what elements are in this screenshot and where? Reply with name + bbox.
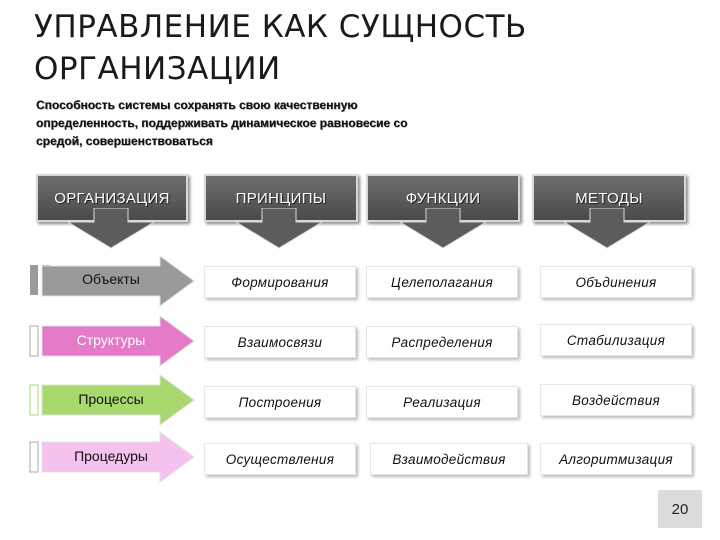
row-arrow-objects: [41, 255, 195, 307]
cell-processes-principle: Построения: [204, 386, 356, 418]
cell-structures-function: Распределения: [366, 326, 518, 358]
down-arrow-principles: [234, 208, 324, 249]
row-arrow-processes: [41, 374, 195, 426]
cell-objects-function: Целеполагания: [366, 266, 518, 298]
cell-procedures-method: Алгоритмизация: [540, 443, 692, 475]
down-arrow-organization: [66, 208, 156, 249]
cell-structures-principle: Взаимосвязи: [204, 326, 356, 358]
header-principles-label: ПРИНЦИПЫ: [235, 189, 327, 207]
cell-processes-method: Воздействия: [540, 384, 692, 416]
row-label-structures: Структуры: [76, 332, 146, 348]
header-organization-label: ОРГАНИЗАЦИЯ: [54, 189, 170, 207]
cell-procedures-function: Взаимодействия: [370, 443, 528, 475]
header-methods-label: МЕТОДЫ: [575, 189, 643, 207]
slide-subtitle: Способность системы сохранять свою качес…: [36, 98, 408, 148]
cell-objects-principle: Формирования: [204, 266, 356, 298]
header-functions-label: ФУНКЦИИ: [405, 189, 481, 207]
cell-procedures-principle: Осуществления: [204, 443, 356, 475]
down-arrow-methods: [562, 208, 652, 249]
row-label-procedures: Процедуры: [74, 448, 148, 464]
down-arrow-functions: [398, 208, 488, 249]
row-label-processes: Процессы: [78, 391, 144, 407]
cell-processes-function: Реализация: [366, 386, 518, 418]
row-arrow-structures: [41, 315, 195, 367]
page-number: 20: [658, 490, 702, 528]
row-label-objects: Объекты: [82, 271, 140, 287]
cell-objects-method: Объдинения: [540, 266, 692, 298]
cell-structures-method: Стабилизация: [540, 324, 692, 356]
row-arrow-procedures: [41, 431, 195, 483]
slide-title: УПРАВЛЕНИЕ КАК СУЩНОСТЬ ОРГАНИЗАЦИИ: [34, 9, 527, 87]
page-number-label: 20: [671, 500, 689, 518]
